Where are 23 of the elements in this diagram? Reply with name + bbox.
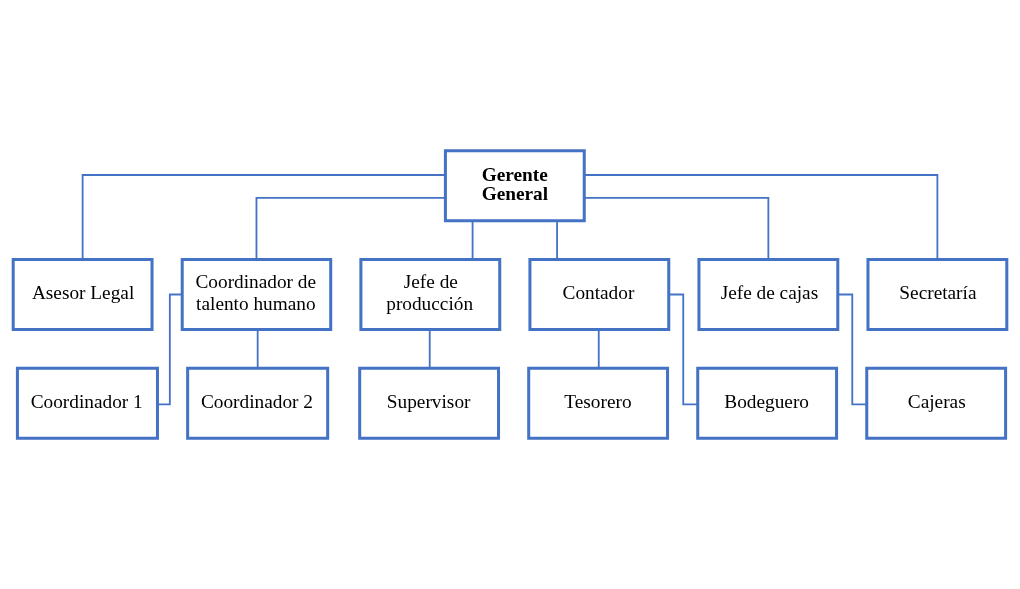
node-box: Contador: [528, 258, 671, 331]
connector: [81, 174, 447, 261]
node-box: Secretaría: [866, 258, 1009, 331]
node-box: Gerente General: [443, 149, 586, 223]
node-box: Supervisor: [358, 366, 501, 440]
connector: [556, 220, 558, 261]
connector: [256, 329, 259, 369]
node-box: Jefe de cajas: [697, 258, 840, 331]
node-box: Cajeras: [865, 366, 1008, 440]
connector: [597, 329, 600, 369]
connector: [583, 197, 770, 260]
node-box: Coordinador de talento humano: [180, 258, 333, 331]
connector: [471, 220, 474, 261]
node-box: Asesor Legal: [11, 258, 154, 331]
connector: [583, 174, 939, 261]
node-box: Coordinador 2: [186, 366, 330, 440]
node-box: Jefe de producción: [359, 258, 502, 331]
node-box: Coordinador 1: [15, 366, 159, 440]
connector: [156, 293, 183, 406]
connector: [255, 197, 447, 260]
node-box: Tesorero: [527, 366, 670, 440]
node-box: Bodeguero: [696, 366, 839, 440]
connector: [428, 329, 431, 369]
